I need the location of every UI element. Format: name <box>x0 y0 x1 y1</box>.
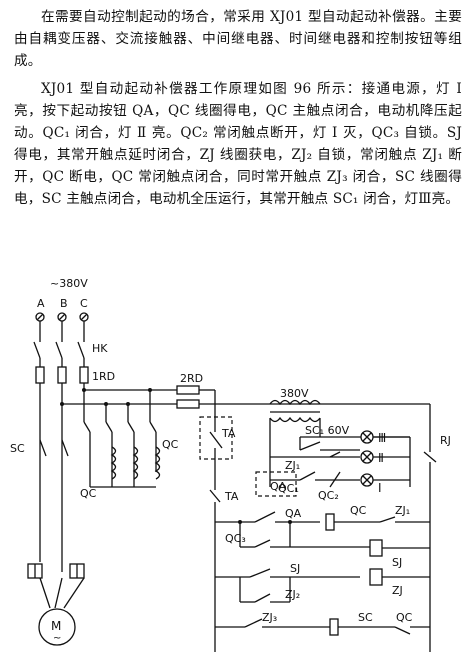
supply-terminals <box>35 312 89 322</box>
fuse-1rd-label: 1RD <box>92 370 115 383</box>
qc1-label: QC₁ <box>278 482 299 495</box>
lamp-2 <box>360 450 374 464</box>
lamp-3-label: Ⅲ <box>378 431 386 445</box>
control-transformer <box>269 399 321 423</box>
qc2-label: QC₂ <box>318 489 339 502</box>
intro-paragraph: 在需要自动控制起动的场合，常采用 XJ01 型自动起动补偿器。主要由自耦变压器、… <box>14 9 462 69</box>
lamp-1-label: Ⅰ <box>378 481 382 495</box>
lamp-2-label: Ⅱ <box>378 451 384 465</box>
qc3-label: QC₃ <box>225 532 246 545</box>
sc1-60v-label: SC₁ 60V <box>305 424 350 437</box>
zj3-label: ZJ₃ <box>262 611 277 624</box>
rj-label: RJ <box>440 434 451 447</box>
thermal-elements <box>27 563 85 579</box>
fuse-1rd <box>35 366 89 384</box>
qc-left-label: QC <box>80 487 97 500</box>
sj-coil <box>369 539 383 557</box>
sc-coil <box>329 618 339 636</box>
supply-label: ~380V <box>50 277 88 290</box>
transformer-label: 380V <box>280 387 309 400</box>
phase-b-label: B <box>60 297 68 310</box>
hk-label: HK <box>92 342 108 355</box>
ta-box <box>199 416 233 460</box>
zj-coil-label: ZJ <box>392 584 403 597</box>
qa-box <box>255 471 297 497</box>
motor-label: M <box>51 619 61 633</box>
text-block: 在需要自动控制起动的场合，常采用 XJ01 型自动起动补偿器。主要由自耦变压器、… <box>14 6 462 216</box>
motor <box>38 608 76 646</box>
ta-label: TA <box>221 427 236 440</box>
autotransformer-contacts <box>83 388 161 488</box>
fuse-2rd <box>176 385 200 409</box>
sj-coil-label: SJ <box>392 556 402 569</box>
zj-coil <box>369 568 383 586</box>
motor-tilde: ~ <box>53 633 61 644</box>
qc-main-label: QC <box>162 438 179 451</box>
circuit-diagram: ~380V A B C HK 1RD 2RD <box>10 277 451 652</box>
principle-paragraph: XJ01 型自动起动补偿器工作原理如图 96 所示：接通电源，灯 Ⅰ 亮，按下起… <box>14 81 462 207</box>
phase-c-label: C <box>80 297 88 310</box>
zj1-lamp-label: ZJ₁ <box>285 459 300 472</box>
zj1-contact-label: ZJ₁ <box>395 504 410 517</box>
sc-coil-label: SC <box>358 611 373 624</box>
ta2-label: TA <box>224 490 239 503</box>
phase-a-label: A <box>37 297 45 310</box>
fuse-2rd-label: 2RD <box>180 372 203 385</box>
qc-coil <box>325 513 335 531</box>
hk-switch <box>33 321 85 367</box>
qc-coil-label: QC <box>350 504 367 517</box>
zj2-label: ZJ₂ <box>285 588 300 601</box>
lamp-3 <box>360 430 374 444</box>
qc-nc-label: QC <box>396 611 413 624</box>
qa-top-label: QA <box>270 480 287 493</box>
lamp-1 <box>360 473 374 487</box>
sc-label: SC <box>10 442 25 455</box>
qa-label: QA <box>285 507 302 520</box>
sj-contact-label: SJ <box>290 562 300 575</box>
